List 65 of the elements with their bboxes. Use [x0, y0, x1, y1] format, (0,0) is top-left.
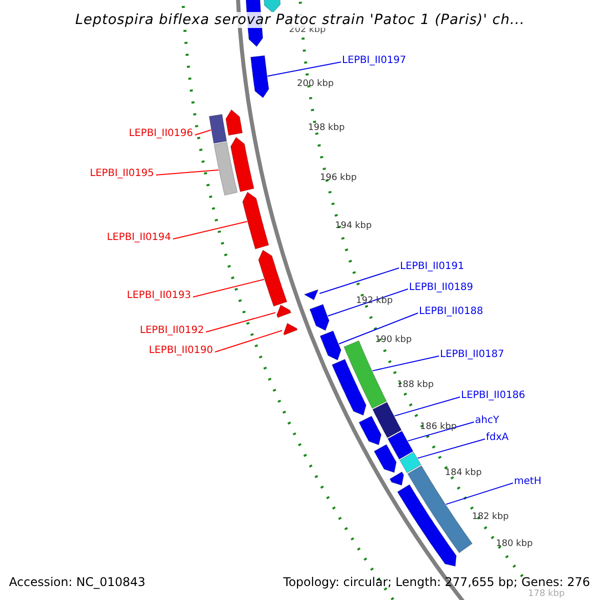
leader-line: [267, 62, 342, 77]
gene-feature: [332, 358, 366, 416]
leader-line: [194, 130, 212, 136]
accession-note: Accession: NC_010843: [9, 576, 146, 588]
gene-label: fdxA: [486, 433, 509, 443]
leader-line: [206, 312, 276, 332]
gene-label: LEPBI_II0190: [148, 346, 213, 356]
scale-label: 184 kbp: [445, 469, 482, 478]
gene-feature: [358, 416, 382, 446]
gene-feature: [258, 250, 288, 307]
leader-line: [372, 356, 440, 372]
gene-label: LEPBI_II0193: [126, 291, 191, 301]
topology-note: Topology: circular; Length: 277,655 bp; Genes: 276: [283, 576, 590, 588]
gene-feature: [230, 136, 254, 192]
scale-label: 202 kbp: [289, 26, 326, 35]
gene-feature: [397, 484, 457, 567]
scale-label: 200 kbp: [297, 80, 334, 89]
scale-label: 198 kbp: [308, 124, 345, 133]
gene-label: ahcY: [475, 416, 500, 426]
leader-line: [338, 312, 418, 344]
scale-label: 190 kbp: [375, 336, 412, 345]
gene-label: LEPBI_II0197: [342, 56, 406, 66]
scale-label: 196 kbp: [320, 174, 357, 183]
leader-line: [156, 170, 220, 176]
leader-line: [214, 330, 283, 352]
scale-label: 192 kbp: [356, 297, 393, 306]
leader-line: [394, 396, 460, 416]
gene-bar: [372, 402, 402, 438]
leader-line: [446, 482, 514, 505]
scale-label: 186 kbp: [420, 423, 457, 432]
gene-label: metH: [514, 477, 542, 487]
scale-label: 194 kbp: [335, 222, 372, 231]
gene-feature: [276, 304, 292, 318]
gene-label: LEPBI_II0187: [440, 350, 504, 360]
gene-label: LEPBI_II0192: [140, 326, 204, 336]
gene-feature: [320, 330, 342, 361]
gene-feature: [242, 192, 270, 250]
gene-feature: [309, 304, 330, 331]
gene-label: LEPBI_II0195: [90, 169, 154, 179]
gene-label: LEPBI_II0196: [128, 129, 193, 139]
gene-bar: [208, 114, 227, 144]
gene-feature: [304, 289, 318, 300]
leader-line: [417, 438, 486, 459]
gene-label: LEPBI_II0189: [409, 283, 474, 293]
leader-line: [327, 288, 408, 316]
gene-feature: [250, 55, 270, 98]
gene-bar: [387, 430, 414, 460]
gene-feature: [374, 444, 397, 473]
gene-label: LEPBI_II0191: [400, 262, 464, 272]
leader-line: [172, 221, 248, 240]
scale-label: 182 kbp: [472, 513, 509, 522]
scale-label: 178 kbp: [528, 590, 565, 599]
leader-line: [319, 268, 400, 294]
gene-feature: [389, 471, 404, 486]
leader-line: [407, 422, 474, 442]
gene-bar: [214, 142, 238, 196]
gene-label: LEPBI_II0188: [419, 307, 484, 317]
scale-label: 188 kbp: [397, 381, 434, 390]
gene-bar: [399, 452, 422, 474]
gene-feature: [283, 322, 298, 336]
gene-label: LEPBI_II0194: [106, 233, 171, 243]
gene-label: LEPBI_II0186: [461, 391, 526, 401]
gene-feature: [225, 109, 243, 136]
leader-line: [192, 278, 265, 298]
scale-label: 180 kbp: [496, 540, 533, 549]
